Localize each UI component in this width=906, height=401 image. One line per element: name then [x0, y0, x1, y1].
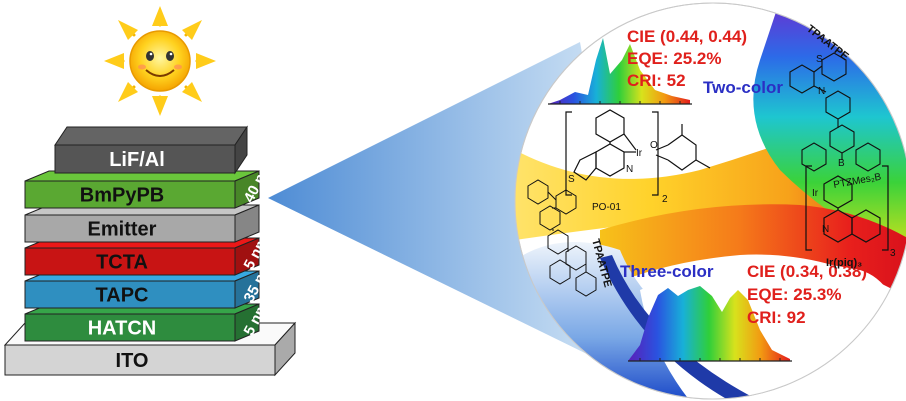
layer-name: BmPyPB	[80, 185, 164, 207]
po01-ir-atom: Ir	[636, 148, 643, 159]
layer-front-face	[24, 247, 236, 276]
layer-front-face	[24, 214, 236, 243]
stack-layer-lif-al: LiF/Al	[54, 125, 248, 175]
po01-structure	[565, 109, 711, 196]
layer-front-face	[24, 313, 236, 342]
three-color-cie: CIE (0.34, 0.38)	[747, 262, 867, 281]
po01-o-atom: O	[650, 140, 658, 151]
three-color-label: Three-color	[620, 262, 714, 281]
irpiq-structure	[805, 165, 889, 251]
two-color-eqe: EQE: 25.2%	[627, 49, 722, 68]
layer-name: TCTA	[96, 252, 148, 274]
layer-name: LiF/Al	[109, 149, 165, 171]
ptz-s-atom: S	[816, 54, 823, 65]
layer-front-face	[24, 180, 236, 209]
tpaatpe-structure	[527, 179, 597, 297]
po01-subscript: 2	[662, 194, 668, 205]
layer-name: HATCN	[88, 318, 157, 340]
two-color-metrics: CIE (0.44, 0.44) EQE: 25.2% CRI: 52 Two-…	[627, 27, 783, 97]
irpiq-ir-atom: Ir	[812, 188, 819, 199]
irpiq-label: Ir(piq)₃	[826, 257, 862, 269]
layer-name: ITO	[116, 350, 149, 372]
stack-layer-emitter: Emitter	[24, 204, 260, 243]
layer-name: Emitter	[88, 219, 157, 241]
two-color-label: Two-color	[703, 78, 783, 97]
three-color-eqe: EQE: 25.3%	[747, 285, 842, 304]
ptz-structure	[789, 52, 881, 172]
layer-top-face	[54, 126, 248, 146]
three-color-metrics: Three-color CIE (0.34, 0.38) EQE: 25.3% …	[620, 262, 867, 327]
irpiq-subscript: 3	[890, 248, 896, 259]
po01-n-atom: N	[626, 164, 633, 175]
two-color-cri: CRI: 52	[627, 71, 686, 90]
three-color-cri: CRI: 92	[747, 308, 806, 327]
layer-front-face	[54, 144, 236, 174]
sun-icon	[104, 6, 216, 116]
po01-s-atom: S	[568, 174, 575, 185]
layer-front-face	[4, 344, 276, 376]
layer-name: TAPC	[96, 285, 149, 307]
ptz-n-atom: N	[818, 86, 825, 97]
two-color-cie: CIE (0.44, 0.44)	[627, 27, 747, 46]
ptz-b-atom: B	[838, 158, 845, 169]
layer-front-face	[24, 280, 236, 309]
irpiq-n-atom: N	[822, 224, 829, 235]
po01-label: PO-01	[592, 202, 621, 213]
